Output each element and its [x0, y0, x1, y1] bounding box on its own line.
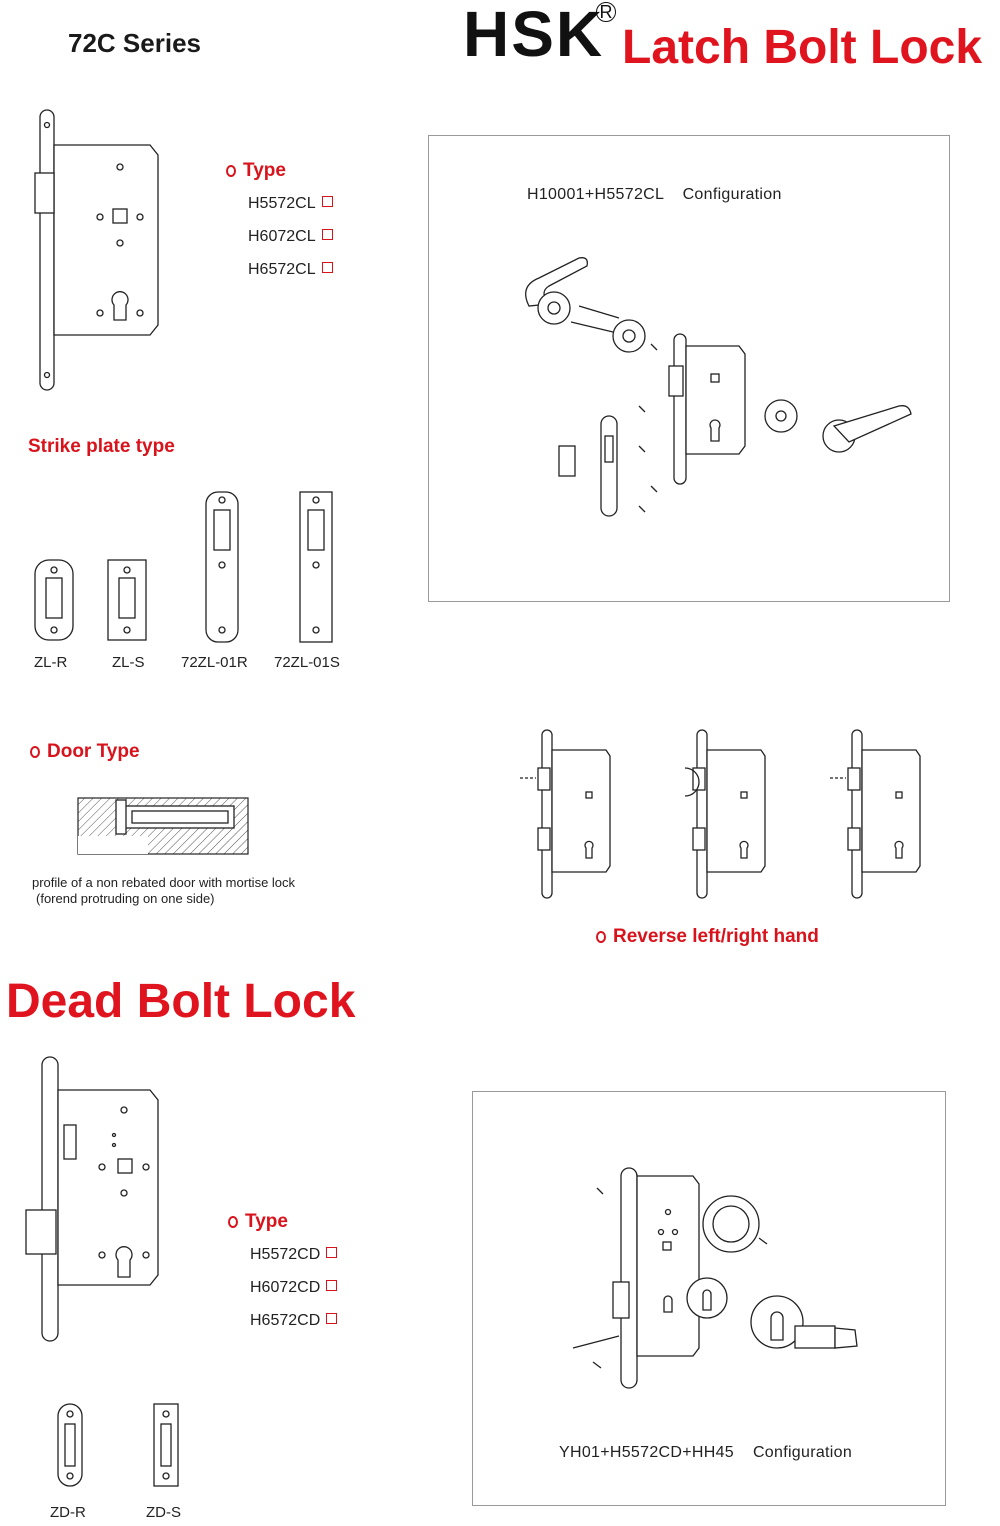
latch-type-list: H5572CL H6072CL H6572CL: [248, 187, 333, 286]
deadbolt-strike-drawings: [57, 1403, 179, 1487]
strike-label: ZL-S: [112, 654, 145, 671]
deadbolt-type-heading: Type: [228, 1211, 288, 1233]
latch-bolt-title: Latch Bolt Lock: [622, 21, 983, 74]
latch-exploded-view-drawing: [525, 257, 912, 517]
checkbox-icon[interactable]: [321, 196, 333, 207]
deadbolt-lock-body-drawing: [25, 1056, 159, 1342]
door-note-line2: (forend protruding on one side): [36, 891, 215, 906]
door-type-heading: Door Type: [30, 741, 140, 763]
latch-type-item[interactable]: H6572CL: [248, 253, 333, 286]
latch-type-heading: Type: [226, 160, 286, 182]
latch-type-item[interactable]: H6072CL: [248, 220, 333, 253]
series-title: 72C Series: [68, 28, 201, 58]
reverse-hand-drawings: [520, 729, 921, 899]
door-note-line1: profile of a non rebated door with morti…: [32, 875, 296, 890]
strike-plate-drawings: [34, 491, 333, 643]
deadbolt-strike-label: ZD-S: [146, 1504, 181, 1521]
reverse-hand-heading: Reverse left/right hand: [596, 926, 819, 948]
strike-label: ZL-R: [34, 654, 68, 671]
latch-configuration-box: H10001+H5572CL Configuration: [428, 135, 950, 602]
latch-config-caption: H10001+H5572CL Configuration: [527, 186, 782, 203]
registered-mark: R: [596, 2, 616, 22]
checkbox-icon[interactable]: [326, 1247, 338, 1258]
bullet-icon: [226, 165, 236, 177]
door-profile-drawing: [77, 797, 249, 855]
bullet-icon: [228, 1216, 238, 1228]
deadbolt-type-item[interactable]: H6572CD: [250, 1304, 338, 1337]
dead-bolt-title: Dead Bolt Lock: [6, 975, 356, 1028]
deadbolt-config-caption: YH01+H5572CD+HH45 Configuration: [559, 1444, 853, 1461]
latch-type-item[interactable]: H5572CL: [248, 187, 333, 220]
checkbox-icon[interactable]: [326, 1313, 338, 1324]
deadbolt-exploded-view-drawing: [572, 1167, 858, 1389]
deadbolt-configuration-box: YH01+H5572CD+HH45 Configuration: [472, 1091, 946, 1506]
deadbolt-type-item[interactable]: H6072CD: [250, 1271, 338, 1304]
deadbolt-type-item[interactable]: H5572CD: [250, 1238, 338, 1271]
deadbolt-strike-label: ZD-R: [50, 1504, 86, 1521]
checkbox-icon[interactable]: [326, 1280, 338, 1291]
bullet-icon: [30, 746, 40, 758]
brand-logo: HSK: [463, 0, 605, 70]
deadbolt-type-list: H5572CD H6072CD H6572CD: [250, 1238, 338, 1337]
latch-lock-body-drawing: [34, 109, 159, 391]
strike-label: 72ZL-01S: [274, 654, 340, 671]
checkbox-icon[interactable]: [321, 229, 333, 240]
bullet-icon: [596, 931, 606, 943]
strike-plate-heading: Strike plate type: [28, 436, 175, 457]
strike-label: 72ZL-01R: [181, 654, 248, 671]
checkbox-icon[interactable]: [321, 262, 333, 273]
